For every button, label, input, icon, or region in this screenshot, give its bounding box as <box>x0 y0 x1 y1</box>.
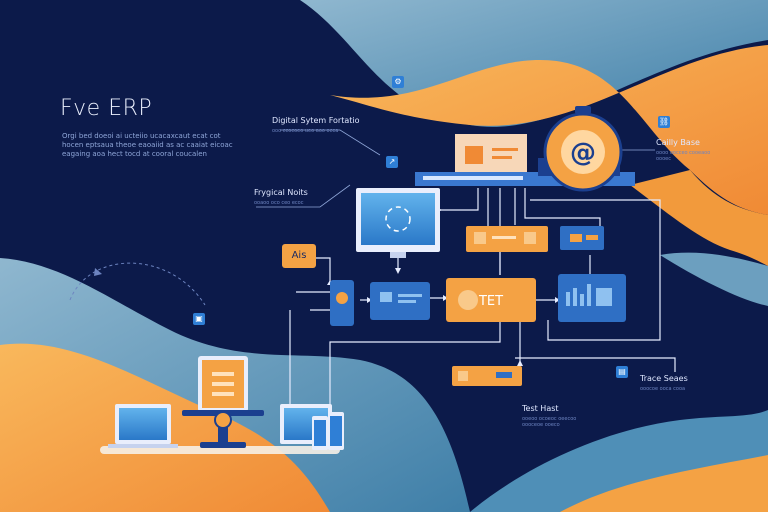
label-trace-sense-sub: ooocoe ooca cooa <box>640 386 686 392</box>
arc-arrow-icon <box>94 268 102 276</box>
label-physical-nodes-sub: ooaoo oco ceo ecoc <box>254 200 304 206</box>
email-icon: @ <box>570 138 596 168</box>
right-teal-band <box>660 252 768 306</box>
bottom-devices <box>100 356 344 454</box>
modules <box>330 226 626 386</box>
page-description: Orgi bed doeoi ai ucteiio ucacaxcaut eca… <box>62 132 233 158</box>
central-module-label: TET <box>478 294 504 309</box>
top-platform <box>415 106 635 192</box>
page-title: Fve ERP <box>60 96 153 121</box>
api-chip: Ais <box>282 244 316 268</box>
server-panel-icon <box>465 146 483 164</box>
label-trace-sense: Trace Seaes <box>640 374 688 383</box>
module-central <box>446 278 536 322</box>
top-orange-blob <box>330 45 768 215</box>
right-orange-band <box>630 170 768 266</box>
share-icon: ↗ <box>386 156 398 168</box>
label-test-host: Test Hast <box>522 404 559 413</box>
label-digital-system: Digital Sytem Fortatio <box>272 116 360 125</box>
label-cloud-base-sub: oooo oocceo cooeaoo oooec <box>656 150 711 162</box>
refresh-icon <box>385 206 411 232</box>
label-cloud-base: Cailly Base <box>656 138 700 147</box>
dashed-arc <box>69 262 206 306</box>
monitor-screen <box>361 193 435 245</box>
label-digital-system-sub: ooo ccocoeo ueo aoo ocea <box>272 128 339 134</box>
module-analytics <box>558 274 626 322</box>
link-icon: ⛓ <box>658 116 670 128</box>
label-physical-nodes: Frygical Noits <box>254 188 308 197</box>
bottom-right-orange-blob <box>560 455 768 512</box>
label-test-host-sub: ooeoo ocoeoc oeecoo oooceoe ooeco <box>522 416 577 428</box>
monitor <box>356 188 440 258</box>
chip-icon: ▣ <box>193 313 205 325</box>
connectors <box>289 188 676 420</box>
platform-slot <box>423 176 523 180</box>
chart-icon: ▤ <box>616 366 628 378</box>
gear-icon: ⚙ <box>392 76 404 88</box>
module-orange-bottom <box>452 366 522 386</box>
